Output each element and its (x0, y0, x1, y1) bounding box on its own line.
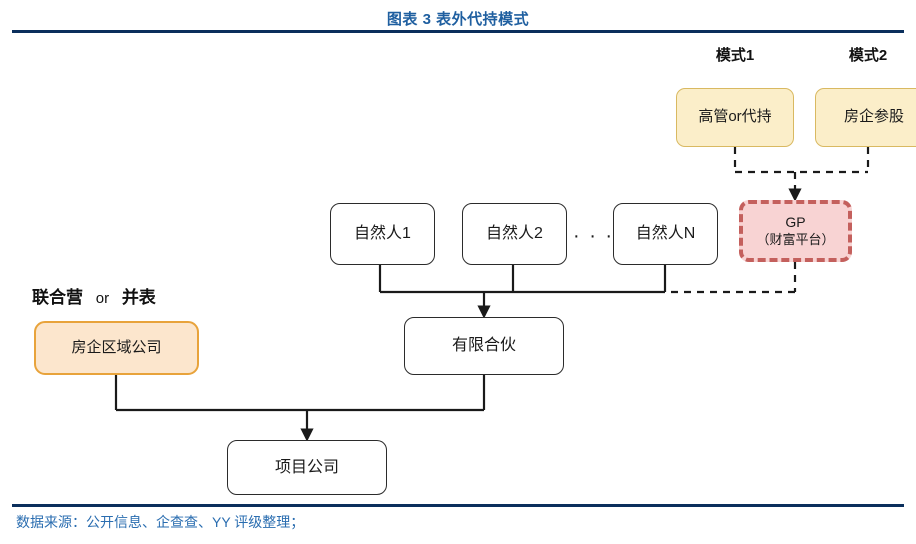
node-project-company-label: 项目公司 (274, 458, 339, 476)
node-gp-label-secondary: （财富平台） (756, 231, 835, 247)
node-limited-partnership[interactable]: 有限合伙 (404, 317, 564, 375)
mode-label-2: 模式2 (848, 47, 888, 64)
wire-to-project-company (114, 375, 486, 442)
section-label-conjunction: or (95, 290, 110, 307)
node-limited-partnership-label: 有限合伙 (451, 337, 516, 354)
section-label-joint-venture: 联合营 or 并表 (32, 283, 156, 308)
figure-source-note: 数据来源：公开信息、企查查、YY 评级整理； (16, 514, 305, 530)
bottom-divider-rule (12, 504, 904, 507)
figure-title: 图表 3 表外代持模式 (386, 11, 530, 28)
node-exec-proxy-label: 高管or代持 (698, 108, 772, 126)
node-natural-person-2[interactable]: 自然人2 (462, 203, 567, 265)
wire-gp-to-partnership-bus (665, 262, 797, 294)
node-natural-person-1-label: 自然人1 (354, 225, 411, 242)
wire-modes-to-gp (733, 147, 870, 202)
wire-persons-to-partnership (378, 265, 667, 319)
node-natural-person-n-label: 自然人N (635, 225, 696, 242)
section-label-right: 并表 (121, 288, 156, 307)
top-divider-rule (12, 30, 904, 33)
node-developer-regional-company-label: 房企区域公司 (71, 338, 162, 356)
mode-label-1: 模式1 (715, 47, 755, 64)
node-natural-person-1[interactable]: 自然人1 (330, 203, 435, 265)
node-developer-regional-company[interactable]: 房企区域公司 (34, 321, 199, 375)
node-exec-proxy[interactable]: 高管or代持 (676, 88, 794, 147)
node-natural-person-2-label: 自然人2 (486, 225, 543, 242)
node-gp[interactable]: GP （财富平台） (739, 200, 852, 262)
node-developer-stake-label: 房企参股 (843, 108, 904, 126)
node-project-company[interactable]: 项目公司 (227, 440, 387, 495)
node-natural-person-n[interactable]: 自然人N (613, 203, 718, 265)
section-label-left: 联合营 (32, 288, 83, 307)
node-developer-stake[interactable]: 房企参股 (815, 88, 916, 147)
node-gp-label-primary: GP (785, 214, 806, 231)
